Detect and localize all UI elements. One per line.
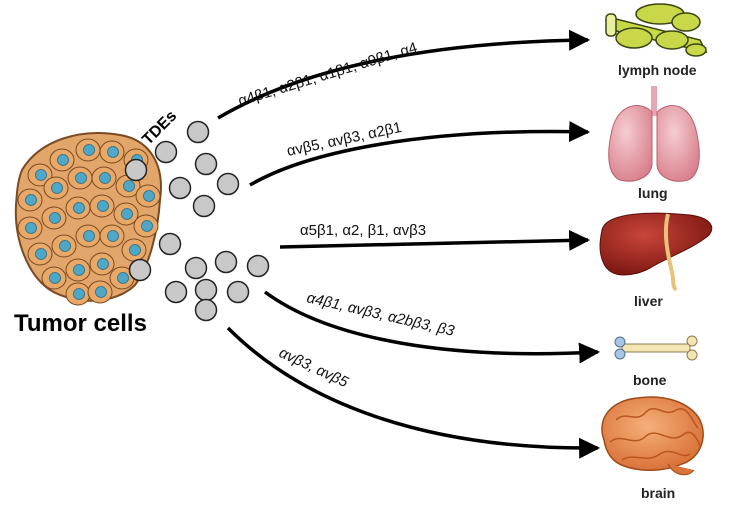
brain-icon [601,396,704,476]
tumor-cell [75,138,101,162]
arrow-to-lung [249,121,591,187]
lymph-node-label: lymph node [618,62,697,78]
vesicle [164,280,188,304]
tumor-cell [17,188,43,212]
bone-integrins: α4β1, αvβ3, α2bβ3, β3 [305,289,456,340]
tumor-cell [41,206,67,230]
tumor-cell [41,266,67,290]
vesicles-group [124,120,270,322]
vesicle [246,254,270,278]
arrow-to-bone [263,290,601,364]
liver-integrins: α5β1, α2, β1, αvβ3 [300,222,426,239]
vesicle [226,280,250,304]
tumor-cell [65,282,91,306]
tumor-cell [113,202,139,226]
lymph-node-integrins: α4β1, α2β1, α1β1, α9β1, α4 [236,39,419,110]
vesicle [158,232,182,256]
tumor-cell [49,148,75,172]
tumor-cell [109,266,135,290]
tumor-cell [89,252,115,276]
arrow-to-liver [279,229,591,251]
tumor-cell [89,194,115,218]
vesicle [214,250,238,274]
lung-label: lung [638,185,668,201]
tumor-cell [133,214,159,238]
tumor-cells-group [17,138,161,306]
tumor-cell [87,280,113,304]
vesicle [154,140,178,164]
tumor-cell [51,234,77,258]
lung-icon [608,86,700,182]
tumor-cell-cluster [14,132,162,306]
tumor-cell [75,224,101,248]
lymph-node-icon [605,3,708,57]
tumor-cell [99,140,125,164]
tumor-cell [27,163,53,187]
bone-label: bone [633,372,667,388]
vesicle [124,158,148,182]
tumor-cell [17,216,43,240]
arrow-to-brain [226,326,601,459]
vesicle [186,120,210,144]
liver-icon [599,212,713,292]
tumor-cell [65,258,91,282]
tumor-cells-label: Tumor cells [14,310,147,337]
tde-label: TDEs [139,107,180,148]
tumor-cell [121,238,147,262]
vesicle [128,258,152,282]
vesicle [184,256,208,280]
bone-icon [614,335,698,361]
vesicle [194,298,218,322]
brain-label: brain [641,485,675,501]
tumor-cell [99,224,125,248]
tumor-cell [65,196,91,220]
vesicle [216,172,240,196]
vesicle [192,194,216,218]
vesicle [168,176,192,200]
liver-label: liver [634,293,663,309]
tumor-cell [67,166,93,190]
brain-integrins: αvβ3, αvβ5 [276,344,351,391]
tumor-cell [135,184,161,208]
tumor-cell [43,176,69,200]
vesicle [194,152,218,176]
lung-integrins: αvβ5, αvβ3, α2β1 [285,119,403,160]
tumor-cell [27,242,53,266]
vesicle [194,278,218,302]
arrow-to-lymph-node [217,29,591,120]
tumor-cell [91,166,117,190]
